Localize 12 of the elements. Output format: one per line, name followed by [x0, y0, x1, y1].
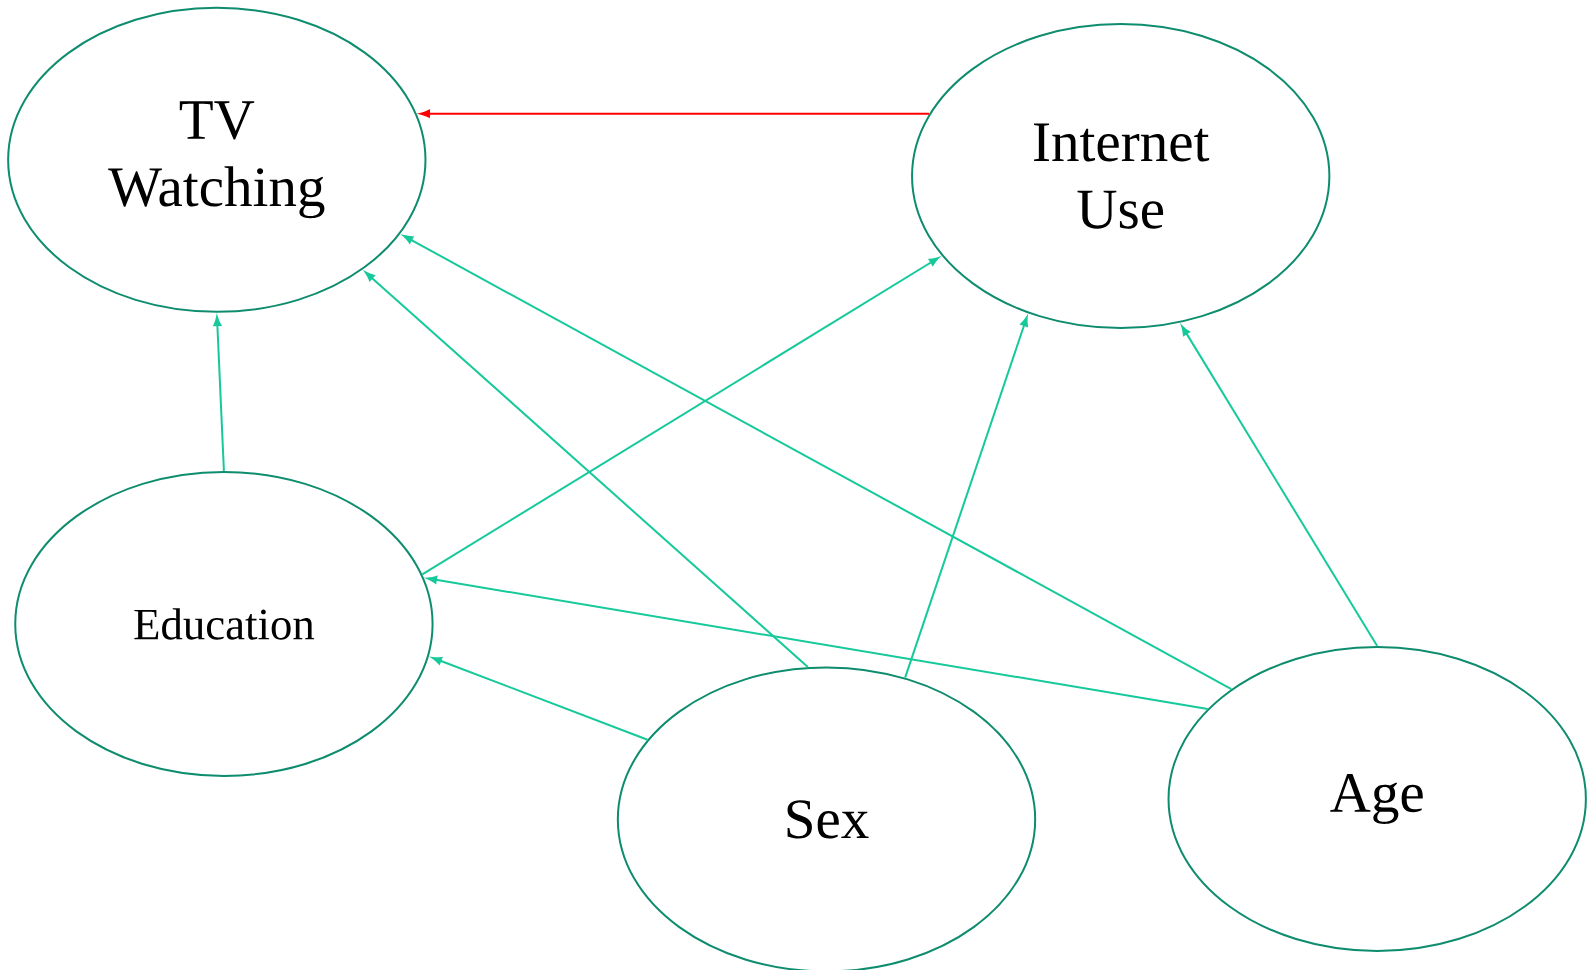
arrow [904, 316, 1028, 679]
arrow [403, 235, 1233, 691]
ellipse-node: Internet Use [911, 23, 1331, 330]
ellipse-node: Age [1167, 646, 1587, 952]
ellipse-node: TV Watching [7, 6, 427, 313]
ellipse-node: Education [14, 470, 434, 777]
arrow [427, 575, 1209, 710]
arrow [364, 271, 809, 668]
arrow [431, 656, 649, 741]
arrow [1181, 325, 1379, 647]
arrow [213, 316, 225, 472]
arrow [421, 257, 939, 576]
